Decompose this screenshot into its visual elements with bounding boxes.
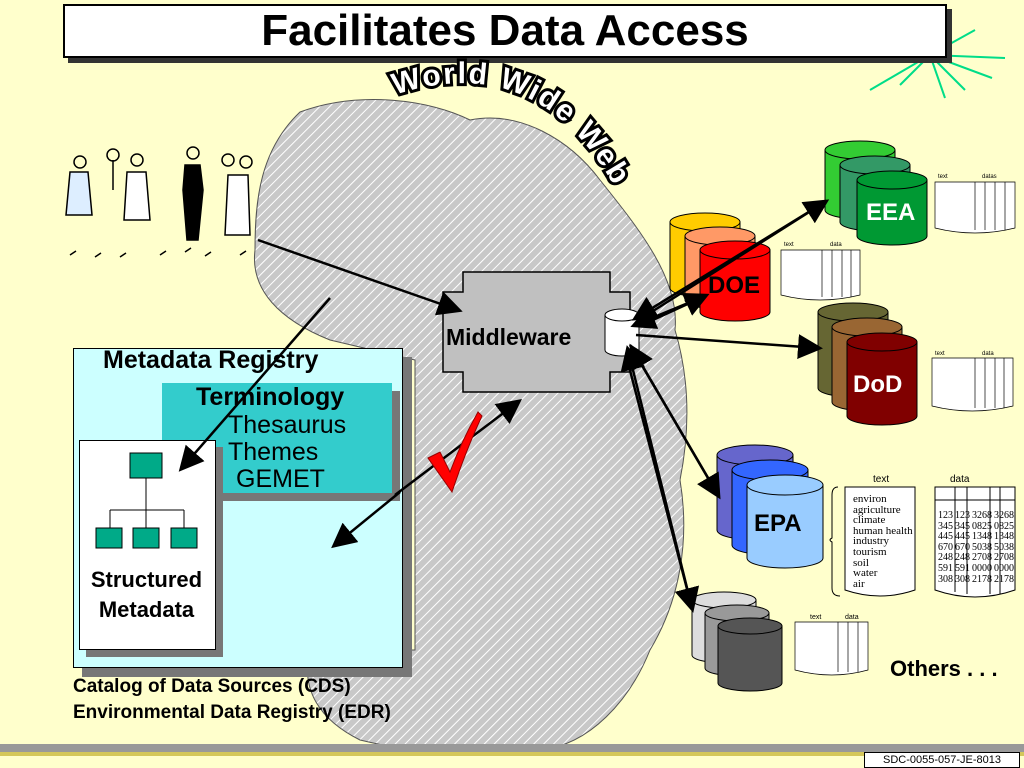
table-cell: 0000 [994, 562, 1014, 574]
table-cell: 0000 [972, 562, 992, 574]
table-cell: 0825 [994, 520, 1014, 532]
dod-table-icon [931, 357, 1014, 412]
epa-theme-item: air [853, 577, 865, 590]
eea-table-datas-header: datas [982, 174, 997, 180]
others-table-data-header: data [845, 614, 859, 621]
table-cell: 248 [955, 552, 970, 564]
epa-theme-item: tourism [853, 545, 887, 558]
table-cell: 248 [938, 552, 953, 564]
dod-database-icon [817, 302, 918, 426]
epa-theme-item: soil [853, 556, 869, 569]
footer-stripe [0, 752, 1024, 756]
eea-label: EEA [866, 199, 916, 226]
table-cell: 1348 [994, 531, 1014, 543]
middleware-label: Middleware [446, 324, 572, 350]
table-cell: 2178 [994, 573, 1014, 585]
doe-label: DOE [708, 272, 761, 299]
table-cell: 1348 [972, 531, 992, 543]
epa-theme-item: agriculture [853, 503, 901, 516]
catalog-line-2: Environmental Data Registry (EDR) [73, 702, 391, 723]
dod-table-text-header: text [935, 351, 945, 357]
epa-table [829, 486, 1016, 598]
table-cell: 345 [955, 520, 970, 532]
doe-database-icon [669, 212, 771, 322]
others-table-icon [794, 621, 869, 676]
table-cell: 3268 [972, 510, 992, 521]
structured-label-line2: Metadata [98, 597, 195, 622]
terminology-item-thesaurus: Thesaurus [228, 411, 347, 439]
table-cell: 2178 [972, 573, 992, 585]
page-title: Facilitates Data Access [261, 6, 749, 55]
others-label: Others . . . [890, 656, 998, 681]
table-cell: 2708 [972, 552, 992, 564]
terminology-title: Terminology [196, 383, 345, 411]
others-database-icon [691, 591, 783, 692]
epa-table-data-header: data [950, 474, 970, 485]
table-cell: 2708 [994, 552, 1014, 564]
table-cell: 308 [938, 573, 953, 585]
title-box: Facilitates Data Access [63, 4, 947, 58]
epa-table-text-header: text [873, 474, 890, 485]
structured-label-line1: Structured [90, 567, 203, 592]
doe-table-data-header: data [830, 242, 842, 248]
epa-theme-list: environ agriculture climate human health… [853, 494, 913, 589]
table-cell: 591 [938, 562, 953, 574]
structured-metadata-label: Structured Metadata [79, 565, 214, 625]
terminology-item-themes: Themes [228, 438, 319, 466]
table-cell: 3268 [994, 510, 1014, 521]
epa-theme-item: water [853, 567, 878, 580]
table-cell: 308 [955, 573, 970, 585]
table-cell: 5038 [994, 541, 1014, 553]
table-cell: 670 [938, 541, 953, 553]
epa-label: EPA [754, 510, 802, 537]
table-cell: 0825 [972, 520, 992, 532]
doe-table-text-header: text [784, 242, 794, 248]
table-cell: 591 [955, 562, 970, 574]
epa-theme-item: human health [853, 524, 913, 537]
table-cell: 670 [955, 541, 970, 553]
eea-database-icon [824, 140, 928, 246]
doe-table-icon [780, 249, 861, 301]
table-cell: 345 [938, 520, 953, 532]
footer-id: SDC-0055-057-JE-8013 [864, 752, 1020, 768]
table-cell: 123 [955, 510, 970, 521]
epa-theme-item: environ [853, 493, 887, 505]
table-cell: 5038 [972, 541, 992, 553]
catalog-line-1: Catalog of Data Sources (CDS) [73, 676, 351, 697]
epa-theme-item: climate [853, 514, 886, 527]
epa-theme-item: industry [853, 535, 890, 548]
epa-database-icon [716, 444, 824, 569]
others-table-text-header: text [810, 614, 822, 621]
footer-bar [0, 744, 1024, 754]
dod-label: DoD [853, 371, 903, 398]
people-icon [65, 146, 253, 258]
table-cell: 123 [938, 510, 953, 521]
table-cell: 445 [938, 531, 953, 543]
table-cell: 445 [955, 531, 970, 543]
middleware-db-icon [604, 308, 640, 357]
eea-table-icon [934, 181, 1016, 234]
terminology-item-gemet: GEMET [236, 465, 325, 493]
dod-table-data-header: data [982, 351, 994, 357]
eea-table-text-header: text [938, 174, 948, 180]
metadata-registry-title: Metadata Registry [103, 346, 319, 374]
